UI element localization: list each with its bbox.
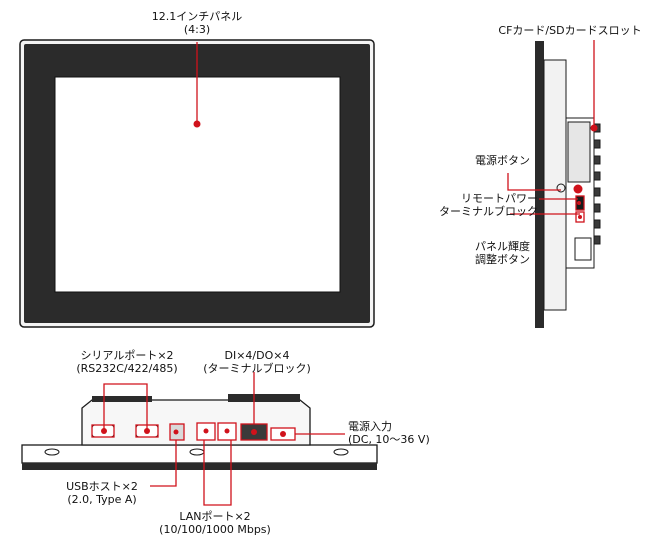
side-bezel xyxy=(535,41,544,328)
dio-top-bar xyxy=(228,394,300,402)
front-view xyxy=(19,39,375,328)
label-panel: 12.1インチパネル (4:3) xyxy=(137,10,257,36)
label-panel-line1: 12.1インチパネル xyxy=(151,10,243,23)
bottom-bezel-front xyxy=(22,463,377,470)
label-serial-line1: シリアルポート×2 xyxy=(80,349,174,362)
label-usb-line1: USBホスト×2 xyxy=(66,480,138,493)
callout-lines xyxy=(91,40,595,506)
label-brightness-line2: 調整ボタン xyxy=(475,253,530,266)
label-lan-line2: (10/100/1000 Mbps) xyxy=(159,523,271,536)
bottom-view xyxy=(21,394,378,470)
label-dio: DI×4/DO×4 (ターミナルブロック) xyxy=(192,349,322,375)
label-dio-line2: (ターミナルブロック) xyxy=(203,362,311,375)
callout-dots xyxy=(101,120,598,437)
power-button-shape xyxy=(556,183,566,193)
side-heatsink-fins xyxy=(593,123,601,245)
mount-hole-left xyxy=(44,448,60,456)
label-remote-power: リモートパワー ターミナルブロック xyxy=(420,192,538,218)
label-power-input-line2: (DC, 10〜36 V) xyxy=(348,433,430,446)
label-panel-line2: (4:3) xyxy=(183,23,211,36)
label-brightness-line1: パネル輝度 xyxy=(475,240,530,253)
label-usb-line2: (2.0, Type A) xyxy=(67,493,137,506)
label-serial-line2: (RS232C/422/485) xyxy=(76,362,178,375)
serial-top-bar xyxy=(92,396,152,402)
side-bracket xyxy=(574,237,592,261)
label-lan-line1: LANポート×2 xyxy=(179,510,251,523)
side-view xyxy=(535,41,601,328)
label-serial: シリアルポート×2 (RS232C/422/485) xyxy=(62,349,192,375)
label-power-input: 電源入力 (DC, 10〜36 V) xyxy=(348,420,468,446)
label-power-button: 電源ボタン xyxy=(430,154,530,167)
label-lan: LANポート×2 (10/100/1000 Mbps) xyxy=(150,510,280,536)
label-usb: USBホスト×2 (2.0, Type A) xyxy=(52,480,152,506)
mount-hole-right xyxy=(333,448,349,456)
label-dio-line1: DI×4/DO×4 xyxy=(224,349,290,362)
label-remote-power-line1: リモートパワー xyxy=(461,192,538,205)
label-brightness: パネル輝度 調整ボタン xyxy=(430,240,530,266)
side-housing xyxy=(543,59,567,311)
bottom-bezel xyxy=(21,444,378,464)
label-power-button-line1: 電源ボタン xyxy=(475,154,530,167)
label-remote-power-line2: ターミナルブロック xyxy=(439,205,538,218)
label-card-slot-line1: CFカード/SDカードスロット xyxy=(498,24,642,37)
label-power-input-line1: 電源入力 xyxy=(348,420,392,433)
label-card-slot: CFカード/SDカードスロット xyxy=(495,24,645,37)
card-slot-area xyxy=(567,121,591,183)
